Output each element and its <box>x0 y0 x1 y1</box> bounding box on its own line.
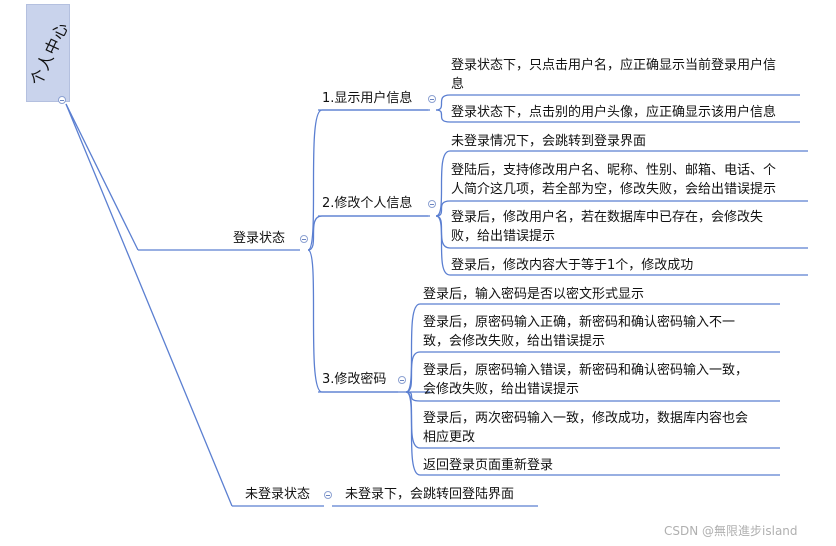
g1-item-2[interactable]: 登录状态下，点击别的用户头像，应正确显示该用户信息 <box>451 105 777 120</box>
branch-logout-label[interactable]: 未登录状态 <box>245 487 311 502</box>
branch-logout-toggle[interactable] <box>324 491 332 499</box>
group-show-user-info-toggle[interactable] <box>428 95 436 103</box>
root-label: 个人中心 <box>26 18 73 89</box>
g3-item-2-line-1: 登录后，原密码输入正确，新密码和确认密码输入不一 <box>423 315 736 330</box>
g2-item-3-line-1: 登录后，修改用户名，若在数据库中已存在，会修改失 <box>451 210 764 225</box>
logout-item-1[interactable]: 未登录下，会跳转回登陆界面 <box>345 487 515 502</box>
g3-item-4-line-1: 登录后，两次密码输入一致，修改成功，数据库内容也会 <box>423 411 749 426</box>
g3-item-5[interactable]: 返回登录页面重新登录 <box>423 458 554 473</box>
g1-item-1-line-1: 登录状态下，只点击用户名，应正确显示当前登录用户信 <box>451 58 777 73</box>
g3-item-2-line-2: 致，会修改失败，给出错误提示 <box>423 334 606 349</box>
group-show-user-info[interactable]: 1.显示用户信息 <box>322 91 413 106</box>
branch-login-toggle[interactable] <box>300 235 308 243</box>
root-collapse-toggle[interactable] <box>58 96 66 104</box>
g3-item-3-line-2: 会修改失败，给出错误提示 <box>423 382 580 397</box>
g2-item-1[interactable]: 未登录情况下，会跳转到登录界面 <box>451 134 647 149</box>
group-edit-profile-toggle[interactable] <box>428 200 436 208</box>
group-edit-profile[interactable]: 2.修改个人信息 <box>322 196 413 211</box>
g2-item-4[interactable]: 登录后，修改内容大于等于1个，修改成功 <box>451 258 694 273</box>
g1-item-1-line-2: 息 <box>451 77 465 92</box>
group-change-password-toggle[interactable] <box>398 376 406 384</box>
g3-item-4-line-2: 相应更改 <box>423 430 476 445</box>
root-node[interactable]: 个人中心 <box>26 4 73 102</box>
g2-item-2-line-1: 登陆后，支持修改用户名、昵称、性别、邮箱、电话、个 <box>451 163 777 178</box>
g3-item-1[interactable]: 登录后，输入密码是否以密文形式显示 <box>423 287 645 302</box>
group-change-password[interactable]: 3.修改密码 <box>322 372 387 387</box>
watermark-text: CSDN @無限進步island <box>664 524 798 538</box>
g3-item-3-line-1: 登录后，原密码输入错误，新密码和确认密码输入一致， <box>423 363 749 378</box>
g2-item-2-line-2: 人简介这几项，若全部为空，修改失败，会给出错误提示 <box>451 182 777 197</box>
g2-item-3-line-2: 败，给出错误提示 <box>451 229 556 244</box>
branch-login-label[interactable]: 登录状态 <box>233 231 286 246</box>
